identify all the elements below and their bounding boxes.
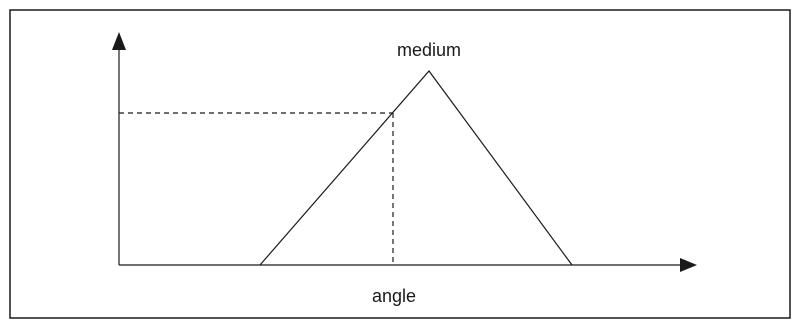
diagram-border — [9, 9, 791, 319]
peak-label: medium — [397, 40, 461, 60]
x-axis-arrow-icon — [680, 258, 697, 272]
x-axis-label: angle — [372, 286, 416, 306]
medium-membership-triangle — [259, 70, 573, 266]
y-axis-arrow-icon — [112, 32, 126, 50]
